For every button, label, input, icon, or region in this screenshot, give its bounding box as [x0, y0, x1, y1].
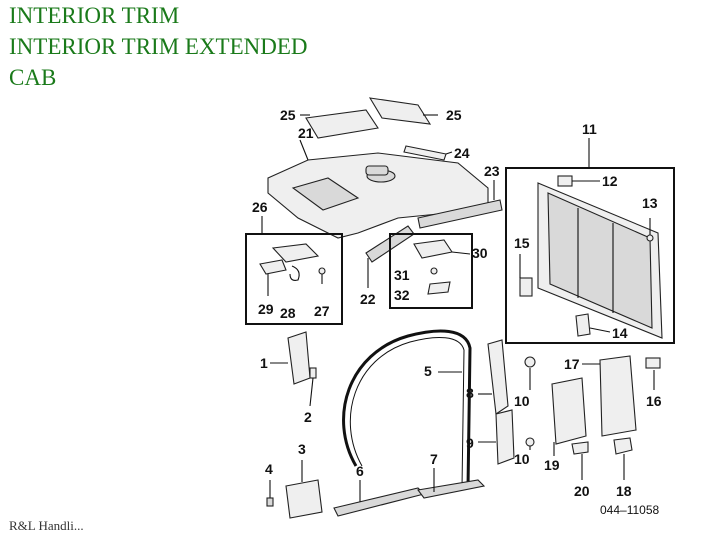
callout-21: 21	[298, 125, 314, 141]
part-8-pillar-trim	[478, 339, 509, 415]
callout-5: 5	[424, 363, 432, 379]
part-21-headliner	[267, 139, 489, 239]
part-25-right-pad	[368, 97, 438, 125]
callout-31: 31	[394, 267, 410, 283]
part-4-bolt	[266, 480, 274, 507]
group-30-box	[389, 233, 473, 309]
part-20-bracket	[571, 441, 589, 480]
diagram-code: 044–11058	[600, 503, 660, 517]
callout-10-lower: 10	[514, 451, 530, 467]
callout-19: 19	[544, 457, 560, 473]
callout-14: 14	[612, 325, 628, 341]
callout-9: 9	[466, 435, 474, 451]
part-10-clip-lower	[525, 437, 535, 450]
part-6-sill-plate	[333, 480, 426, 517]
callout-15: 15	[514, 235, 530, 251]
title-line-extended: INTERIOR TRIM EXTENDED	[9, 34, 308, 59]
callout-4: 4	[265, 461, 273, 477]
part-18-bracket	[613, 437, 633, 480]
part-25-left-pad	[300, 109, 379, 139]
part-17-seat-trim	[582, 355, 637, 437]
callout-1: 1	[260, 355, 268, 371]
callout-3: 3	[298, 441, 306, 457]
part-24-grab-handle	[403, 145, 453, 161]
callout-30: 30	[472, 245, 488, 261]
part-3-kick-panel	[285, 460, 323, 519]
callout-22: 22	[360, 291, 376, 307]
callout-16: 16	[646, 393, 662, 409]
callout-32: 32	[394, 287, 410, 303]
part-2-clip	[309, 367, 317, 407]
callout-13: 13	[642, 195, 658, 211]
part-7-sill-plate	[417, 468, 486, 499]
parts-diagram: 25 25 21 24 23 11 12 13 15 14 26 30 31 3…	[238, 88, 678, 525]
callout-23: 23	[484, 163, 500, 179]
callout-25-right: 25	[446, 107, 462, 123]
title-line-cab: CAB	[9, 65, 57, 90]
group-11-box	[505, 138, 675, 344]
part-1-pillar-trim	[270, 331, 311, 385]
callout-28: 28	[280, 305, 296, 321]
part-23-trim-strip	[417, 180, 503, 229]
callout-24: 24	[454, 145, 470, 161]
part-16-cap	[645, 357, 661, 390]
callout-26: 26	[252, 199, 268, 215]
callout-6: 6	[356, 463, 364, 479]
group-26-box	[245, 216, 343, 325]
callout-2: 2	[304, 409, 312, 425]
callout-7: 7	[430, 451, 438, 467]
part-9-lower-trim	[478, 409, 515, 465]
callout-25-left: 25	[280, 107, 296, 123]
callout-18: 18	[616, 483, 632, 499]
callout-8: 8	[466, 385, 474, 401]
title-line-interior-trim: INTERIOR TRIM	[9, 3, 180, 28]
part-5-weatherstrip	[342, 329, 472, 489]
callout-11: 11	[582, 121, 597, 137]
callout-12: 12	[602, 173, 618, 189]
page-title: INTERIOR TRIM INTERIOR TRIM EXTENDED CAB	[9, 0, 308, 93]
callout-29: 29	[258, 301, 274, 317]
callout-20: 20	[574, 483, 590, 499]
callout-10-upper: 10	[514, 393, 530, 409]
part-10-clip-upper	[524, 356, 536, 390]
callout-17: 17	[564, 356, 580, 372]
callout-27: 27	[314, 303, 330, 319]
part-19-seat-trim	[551, 377, 587, 456]
footer-text: R&L Handli...	[9, 518, 84, 533]
